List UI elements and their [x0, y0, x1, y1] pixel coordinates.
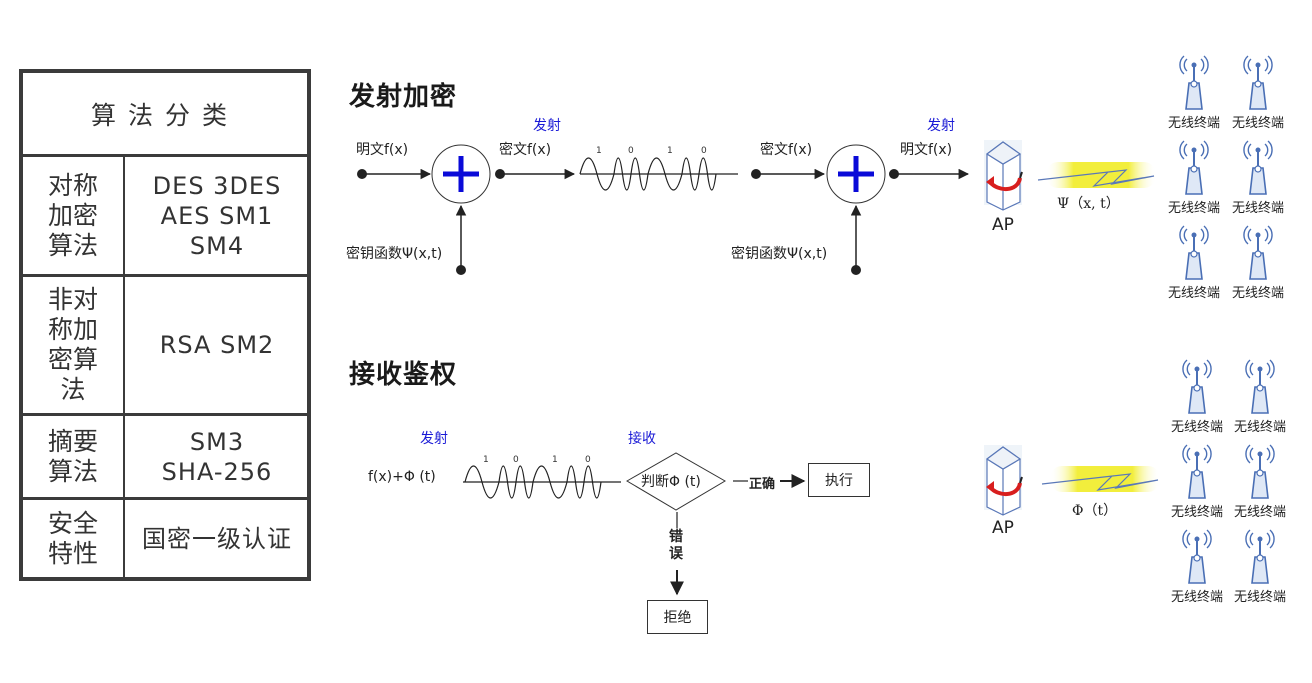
transmit-label: 发射 [927, 118, 955, 134]
ciphertext-input-label: 密文f(x) [760, 142, 813, 158]
wireless-terminal-icon [1229, 359, 1291, 419]
wireless-lightning-icon [1041, 466, 1160, 492]
wireless-terminal: 无线终端 [1163, 138, 1225, 216]
correct-label: 正确 [749, 477, 776, 492]
encrypt-section-title: 发射加密 [349, 82, 458, 112]
plaintext-output-label: 明文f(x) [900, 142, 953, 158]
wireless-terminal-icon [1163, 55, 1225, 115]
wireless-terminal: 无线终端 [1166, 442, 1228, 520]
wireless-terminal-icon [1229, 529, 1291, 589]
terminal-label: 无线终端 [1170, 590, 1223, 605]
signal-bit: 1 [596, 146, 602, 156]
terminal-label: 无线终端 [1231, 116, 1284, 131]
wireless-terminal: 无线终端 [1227, 53, 1289, 131]
wireless-terminal: 无线终端 [1227, 138, 1289, 216]
table-row: 摘要算法 SM3 SHA-256 [23, 416, 307, 500]
key-function-label: 密钥函数Ψ(x,t) [731, 246, 828, 262]
wireless-terminal-icon [1227, 225, 1289, 285]
wireless-terminal: 无线终端 [1227, 223, 1289, 301]
ciphertext-output-label: 密文f(x) [499, 142, 552, 158]
decision-label: 判断Φ (t) [641, 474, 701, 490]
algorithms-cell: 国密一级认证 [142, 524, 292, 553]
algorithms-cell: DES 3DES AES SM1 SM4 [152, 171, 282, 260]
category-cell: 摘要算法 [23, 416, 125, 497]
category-cell: 安全特性 [23, 500, 125, 577]
algorithms-cell: RSA SM2 [159, 331, 275, 359]
category-cell: 非对称加密算法 [23, 277, 125, 413]
auth-flow [626, 452, 806, 596]
category-cell: 对称加密算法 [23, 157, 125, 274]
signal-bit: 0 [513, 455, 519, 465]
table-row: 非对称加密算法 RSA SM2 [23, 277, 307, 416]
wireless-terminal-icon [1227, 140, 1289, 200]
encrypt-flow-1 [357, 144, 576, 275]
wireless-signal-label: Φ（t） [1072, 503, 1118, 519]
signal-bit: 1 [667, 146, 673, 156]
wireless-terminal: 无线终端 [1166, 527, 1228, 605]
terminal-label: 无线终端 [1233, 590, 1286, 605]
wireless-terminal-icon [1166, 444, 1228, 504]
wireless-terminal-icon [1166, 359, 1228, 419]
signal-bit: 1 [483, 455, 489, 465]
table-header: 算法分类 [23, 73, 307, 157]
transmit-label: 发射 [420, 431, 448, 447]
algorithms-cell: SM3 SHA-256 [161, 427, 273, 486]
wireless-terminal: 无线终端 [1229, 527, 1291, 605]
wireless-terminal: 无线终端 [1229, 442, 1291, 520]
ap-label: AP [992, 518, 1014, 538]
signal-bit: 0 [701, 146, 707, 156]
input-signal-label: f(x)+Φ (t) [368, 469, 436, 485]
terminal-label: 无线终端 [1233, 420, 1286, 435]
execute-box: 执行 [808, 463, 870, 497]
wireless-terminal-icon [1163, 140, 1225, 200]
encrypt-flow-2 [751, 144, 970, 275]
modulated-signal-1 [579, 157, 738, 191]
signal-bit: 0 [585, 455, 591, 465]
wireless-signal-label: Ψ（x, t） [1057, 196, 1120, 212]
ap-label: AP [992, 215, 1014, 235]
terminal-label: 无线终端 [1231, 286, 1284, 301]
terminal-label: 无线终端 [1170, 420, 1223, 435]
terminal-label: 无线终端 [1233, 505, 1286, 520]
algorithm-table: 算法分类 对称加密算法 DES 3DES AES SM1 SM4 非对称加密算法… [19, 69, 311, 581]
table-row: 对称加密算法 DES 3DES AES SM1 SM4 [23, 157, 307, 277]
wireless-terminal: 无线终端 [1229, 357, 1291, 435]
reject-box: 拒绝 [647, 600, 708, 634]
signal-bit: 1 [552, 455, 558, 465]
plaintext-input-label: 明文f(x) [356, 142, 409, 158]
wireless-terminal: 无线终端 [1166, 357, 1228, 435]
table-row: 安全特性 国密一级认证 [23, 500, 307, 577]
wireless-terminal-icon [1227, 55, 1289, 115]
terminal-label: 无线终端 [1167, 201, 1220, 216]
terminal-label: 无线终端 [1167, 286, 1220, 301]
wireless-terminal-icon [1163, 225, 1225, 285]
key-function-label: 密钥函数Ψ(x,t) [346, 246, 443, 262]
auth-section-title: 接收鉴权 [349, 360, 458, 390]
access-point-icon [984, 445, 1023, 516]
signal-bit: 0 [628, 146, 634, 156]
wireless-terminal: 无线终端 [1163, 223, 1225, 301]
wireless-terminal-icon [1229, 444, 1291, 504]
modulated-signal-2 [463, 465, 621, 499]
terminal-label: 无线终端 [1167, 116, 1220, 131]
terminal-label: 无线终端 [1231, 201, 1284, 216]
wireless-terminal-icon [1166, 529, 1228, 589]
wireless-terminal: 无线终端 [1163, 53, 1225, 131]
receive-label: 接收 [628, 431, 656, 447]
decision-diamond [626, 452, 726, 511]
wireless-lightning-icon [1037, 162, 1156, 188]
transmit-label: 发射 [533, 118, 561, 134]
access-point-icon [984, 140, 1023, 211]
terminal-label: 无线终端 [1170, 505, 1223, 520]
error-label: 错误 [669, 529, 683, 562]
